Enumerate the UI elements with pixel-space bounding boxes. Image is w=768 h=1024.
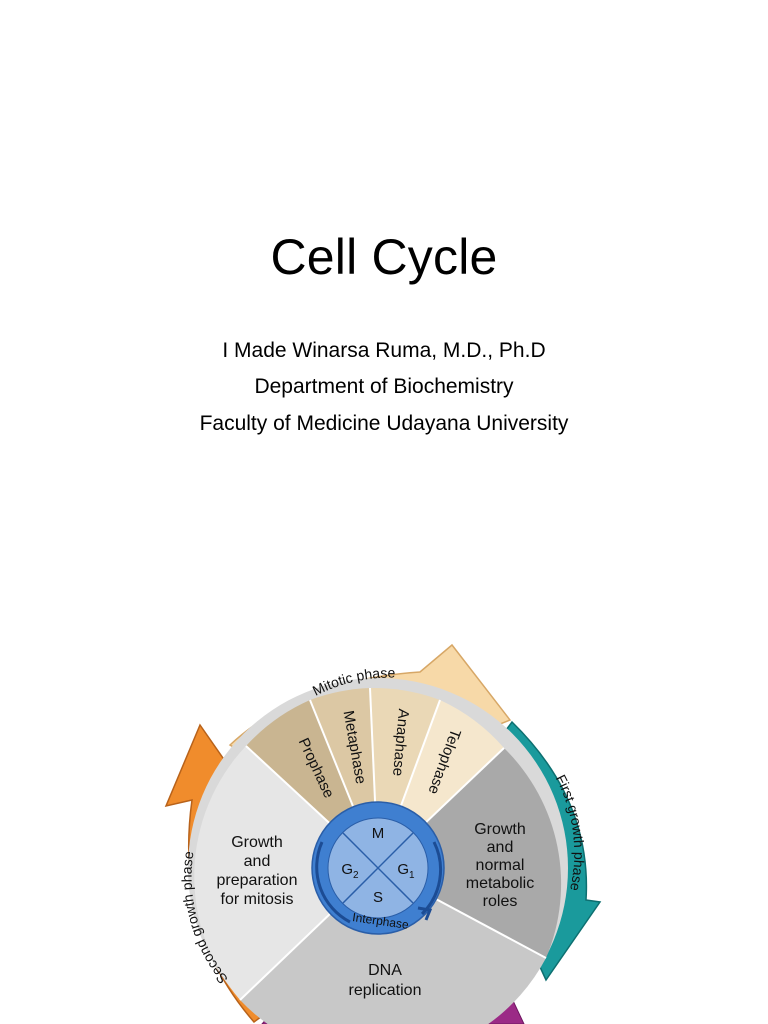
svg-text:metabolic: metabolic [466, 875, 534, 892]
svg-text:and: and [487, 839, 514, 856]
svg-text:preparation: preparation [217, 872, 298, 889]
svg-text:Growth: Growth [474, 821, 526, 838]
svg-text:for mitosis: for mitosis [221, 891, 294, 908]
svg-text:normal: normal [476, 857, 525, 874]
interphase-hub: M S G2 G1 Interphase [312, 802, 444, 934]
svg-text:replication: replication [349, 982, 422, 999]
svg-text:Growth: Growth [231, 834, 283, 851]
svg-text:roles: roles [483, 893, 518, 910]
svg-text:and: and [244, 853, 271, 870]
svg-text:DNA: DNA [368, 962, 402, 979]
hub-s-label: S [373, 889, 383, 906]
hub-m-label: M [372, 825, 385, 842]
